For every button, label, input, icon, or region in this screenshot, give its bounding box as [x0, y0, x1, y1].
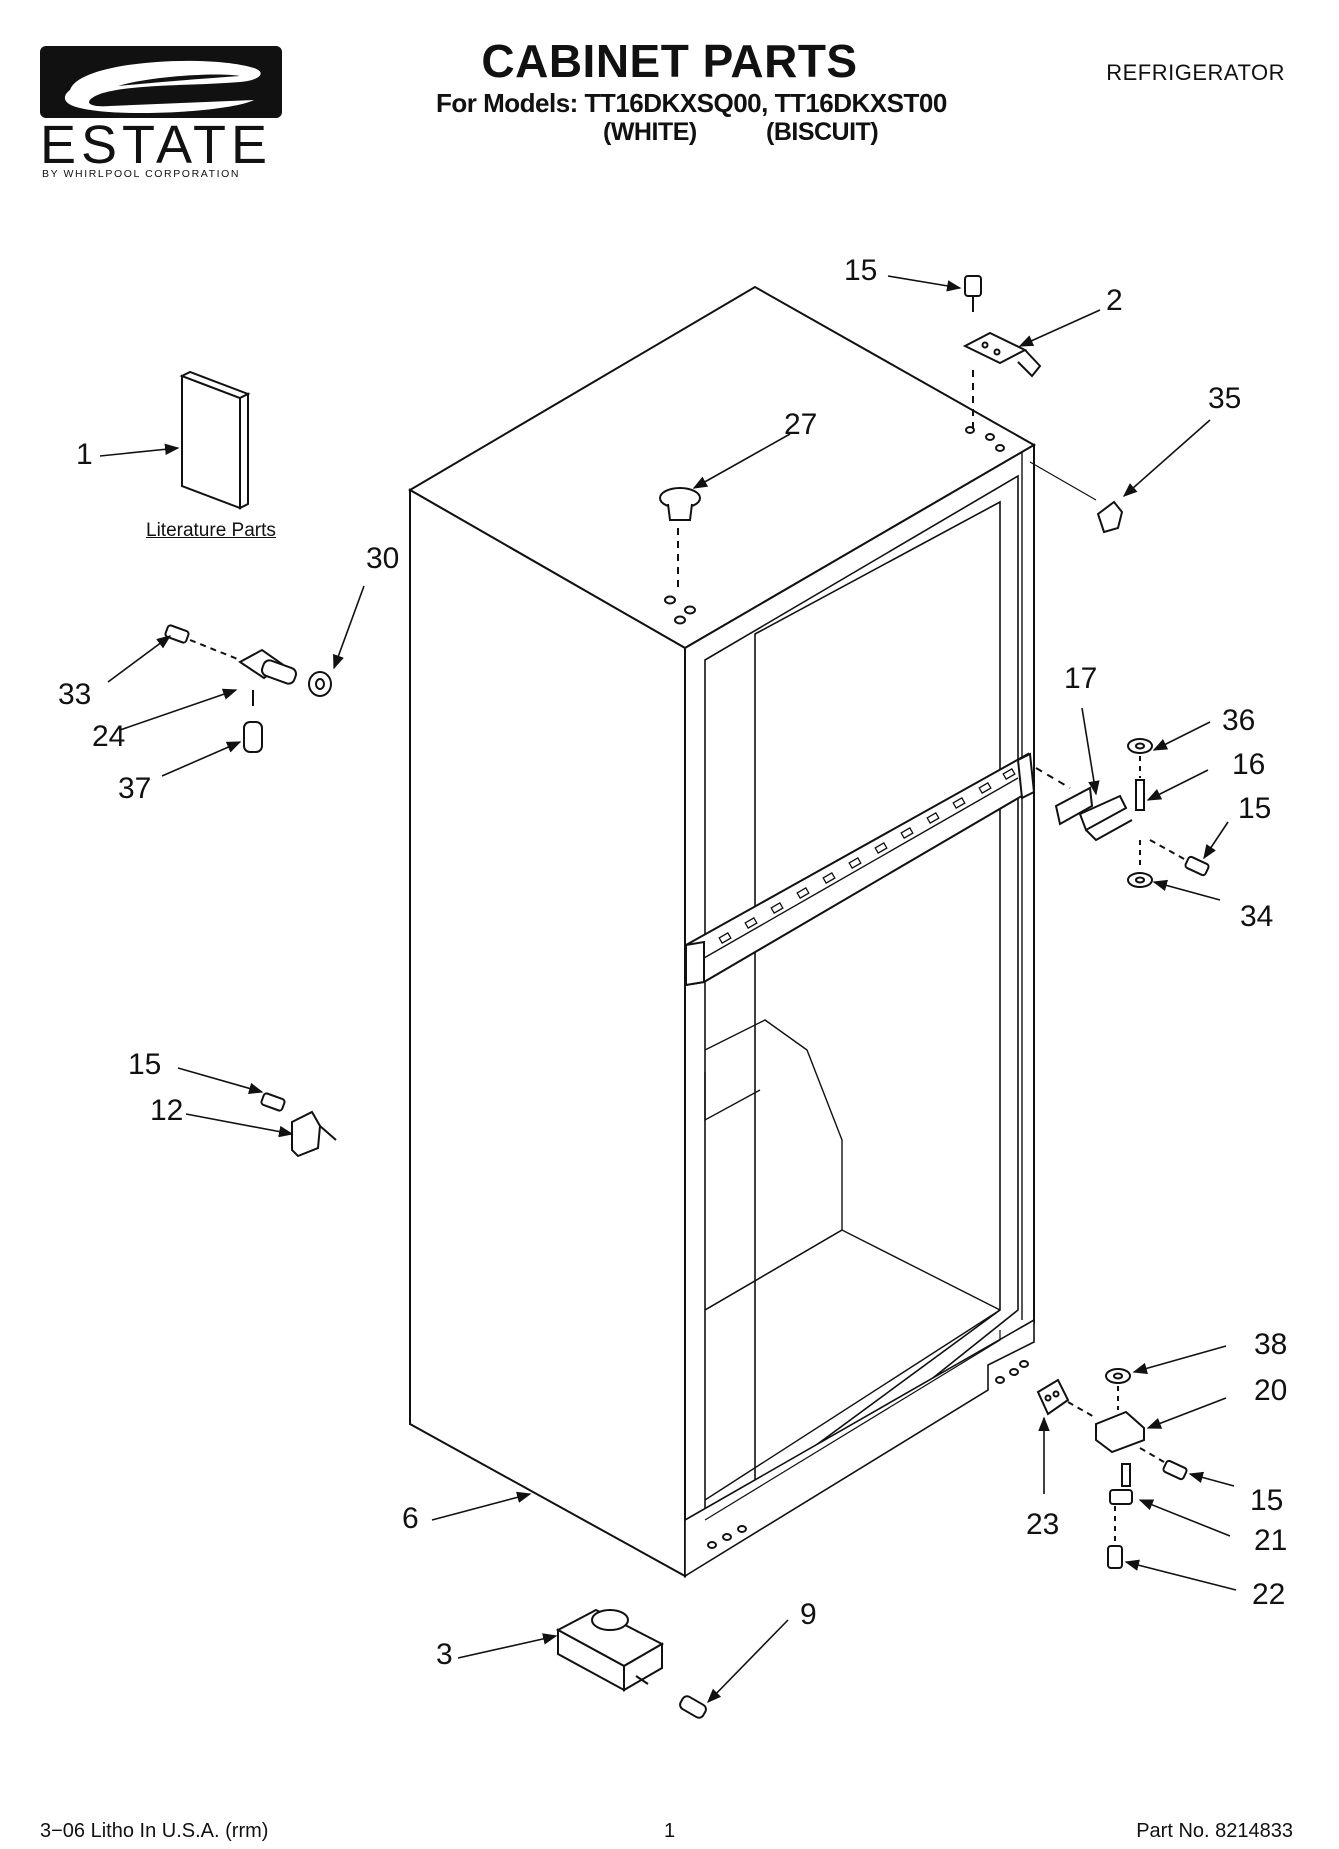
callout-21: 21 — [1254, 1524, 1288, 1557]
callout-20: 20 — [1254, 1374, 1288, 1407]
top-hinge — [965, 276, 1040, 432]
callout-24: 24 — [92, 720, 126, 753]
hole-plug — [660, 488, 700, 590]
part-number: Part No. 8214833 — [1136, 1820, 1293, 1842]
bottom-hinge — [1038, 1369, 1188, 1568]
callout-1: 1 — [76, 438, 93, 471]
logo-swoosh-icon — [40, 46, 282, 118]
divider-rail — [686, 754, 1034, 985]
callout-35: 35 — [1208, 382, 1242, 415]
callout-27: 27 — [784, 408, 818, 441]
callout-34: 34 — [1240, 900, 1274, 933]
callout-12: 12 — [150, 1094, 184, 1127]
cabinet-shell — [410, 287, 1034, 1576]
callout-36: 36 — [1222, 704, 1256, 737]
callout-22: 22 — [1252, 1578, 1286, 1611]
leader-lines — [100, 276, 1236, 1704]
callout-15-bottom: 15 — [1250, 1484, 1284, 1517]
callout-2: 2 — [1106, 284, 1123, 317]
callout-15-top: 15 — [844, 254, 878, 287]
center-hinge — [1036, 739, 1210, 887]
callout-15-center: 15 — [1238, 792, 1272, 825]
door-stop-assembly — [165, 625, 331, 752]
logo-tagline: BY WHIRLPOOL CORPORATION — [42, 168, 241, 180]
callout-6: 6 — [402, 1502, 419, 1535]
callout-16: 16 — [1232, 748, 1266, 781]
appliance-category: REFRIGERATOR — [1106, 60, 1285, 85]
roller-assembly — [558, 1610, 708, 1720]
literature-booklet — [182, 372, 248, 508]
callout-30: 30 — [366, 542, 400, 575]
callout-17: 17 — [1064, 662, 1098, 695]
callout-33: 33 — [58, 678, 92, 711]
logo-brand-name: ESTATE — [40, 115, 273, 175]
page-number: 1 — [664, 1820, 676, 1842]
variant-biscuit: (BISCUIT) — [766, 118, 879, 146]
models-line: For Models: TT16DKXSQ00, TT16DKXST00 — [436, 88, 947, 118]
callout-15-left: 15 — [128, 1048, 162, 1081]
litho-note: 3−06 Litho In U.S.A. (rrm) — [40, 1820, 269, 1842]
callout-3: 3 — [436, 1638, 453, 1671]
callout-38: 38 — [1254, 1328, 1288, 1361]
page-title: CABINET PARTS — [481, 35, 858, 87]
hinge-cover — [1030, 462, 1122, 532]
variant-white: (WHITE) — [603, 118, 697, 146]
callout-23: 23 — [1026, 1508, 1060, 1541]
callout-37: 37 — [118, 772, 152, 805]
door-pin-left — [261, 1093, 336, 1156]
literature-parts-label: Literature Parts — [146, 520, 276, 541]
callout-9: 9 — [800, 1598, 817, 1631]
estate-logo — [40, 46, 288, 186]
